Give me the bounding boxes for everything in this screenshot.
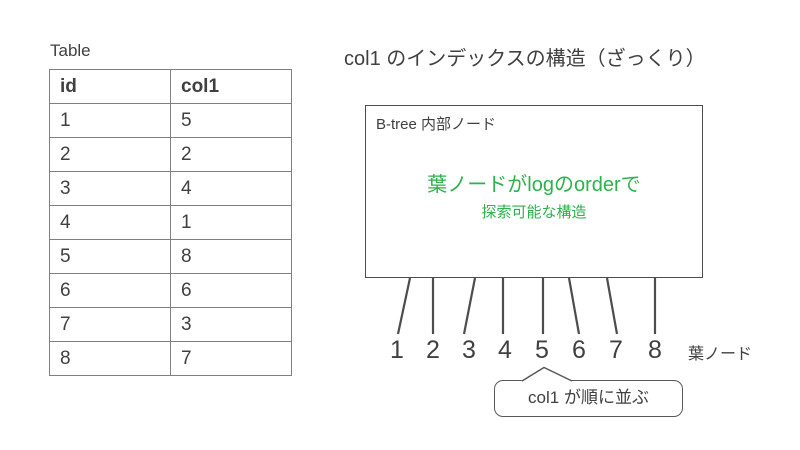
connector-line [462, 277, 477, 335]
table-cell-col1: 8 [170, 239, 292, 274]
connector-line [567, 277, 581, 335]
leaf-value: 3 [462, 336, 476, 364]
leaf-value: 2 [426, 336, 440, 364]
connector-line [605, 277, 619, 335]
callout-text: col1 が順に並ぶ [528, 388, 649, 407]
table-header-row: id col1 [49, 69, 292, 104]
btree-internal-node-box: B-tree 内部ノード 葉ノードがlogのorderで 探索可能な構造 [365, 105, 703, 278]
leaf-value: 5 [535, 336, 549, 364]
table-label: Table [50, 41, 91, 60]
connector-line [396, 277, 412, 335]
leaf-node-label: 葉ノード [688, 346, 753, 363]
table-cell-col1: 1 [170, 205, 292, 240]
btree-desc-line1: 葉ノードがlogのorderで [427, 174, 641, 196]
leaf-value: 8 [648, 336, 662, 364]
table-cell-col1: 2 [170, 137, 292, 172]
leaf-value: 6 [572, 336, 586, 364]
leaf-value: 1 [390, 336, 404, 364]
table-header-id: id [49, 69, 171, 104]
leaf-connector-lines [396, 277, 657, 335]
leaf-value: 4 [498, 336, 512, 364]
table-cell-col1: 7 [170, 341, 292, 376]
table-cell-id: 8 [49, 341, 171, 376]
btree-desc-line2: 探索可能な構造 [481, 204, 587, 221]
table-cell-id: 4 [49, 205, 171, 240]
btree-box-description: 葉ノードがlogのorderで 探索可能な構造 [366, 168, 702, 222]
table-cell-col1: 6 [170, 273, 292, 308]
table-cell-id: 2 [49, 137, 171, 172]
diagram-title: col1 のインデックスの構造（ざっくり） [344, 48, 706, 70]
table-cell-id: 5 [49, 239, 171, 274]
table-cell-id: 6 [49, 273, 171, 308]
table-header-col1: col1 [170, 69, 292, 104]
table-cell-id: 3 [49, 171, 171, 206]
callout-bubble: col1 が順に並ぶ [494, 380, 683, 417]
table-cell-col1: 4 [170, 171, 292, 206]
table-cell-col1: 5 [170, 103, 292, 138]
btree-box-label: B-tree 内部ノード [376, 116, 497, 133]
table-cell-col1: 3 [170, 307, 292, 342]
table-cell-id: 7 [49, 307, 171, 342]
leaf-value: 7 [609, 336, 623, 364]
table-cell-id: 1 [49, 103, 171, 138]
